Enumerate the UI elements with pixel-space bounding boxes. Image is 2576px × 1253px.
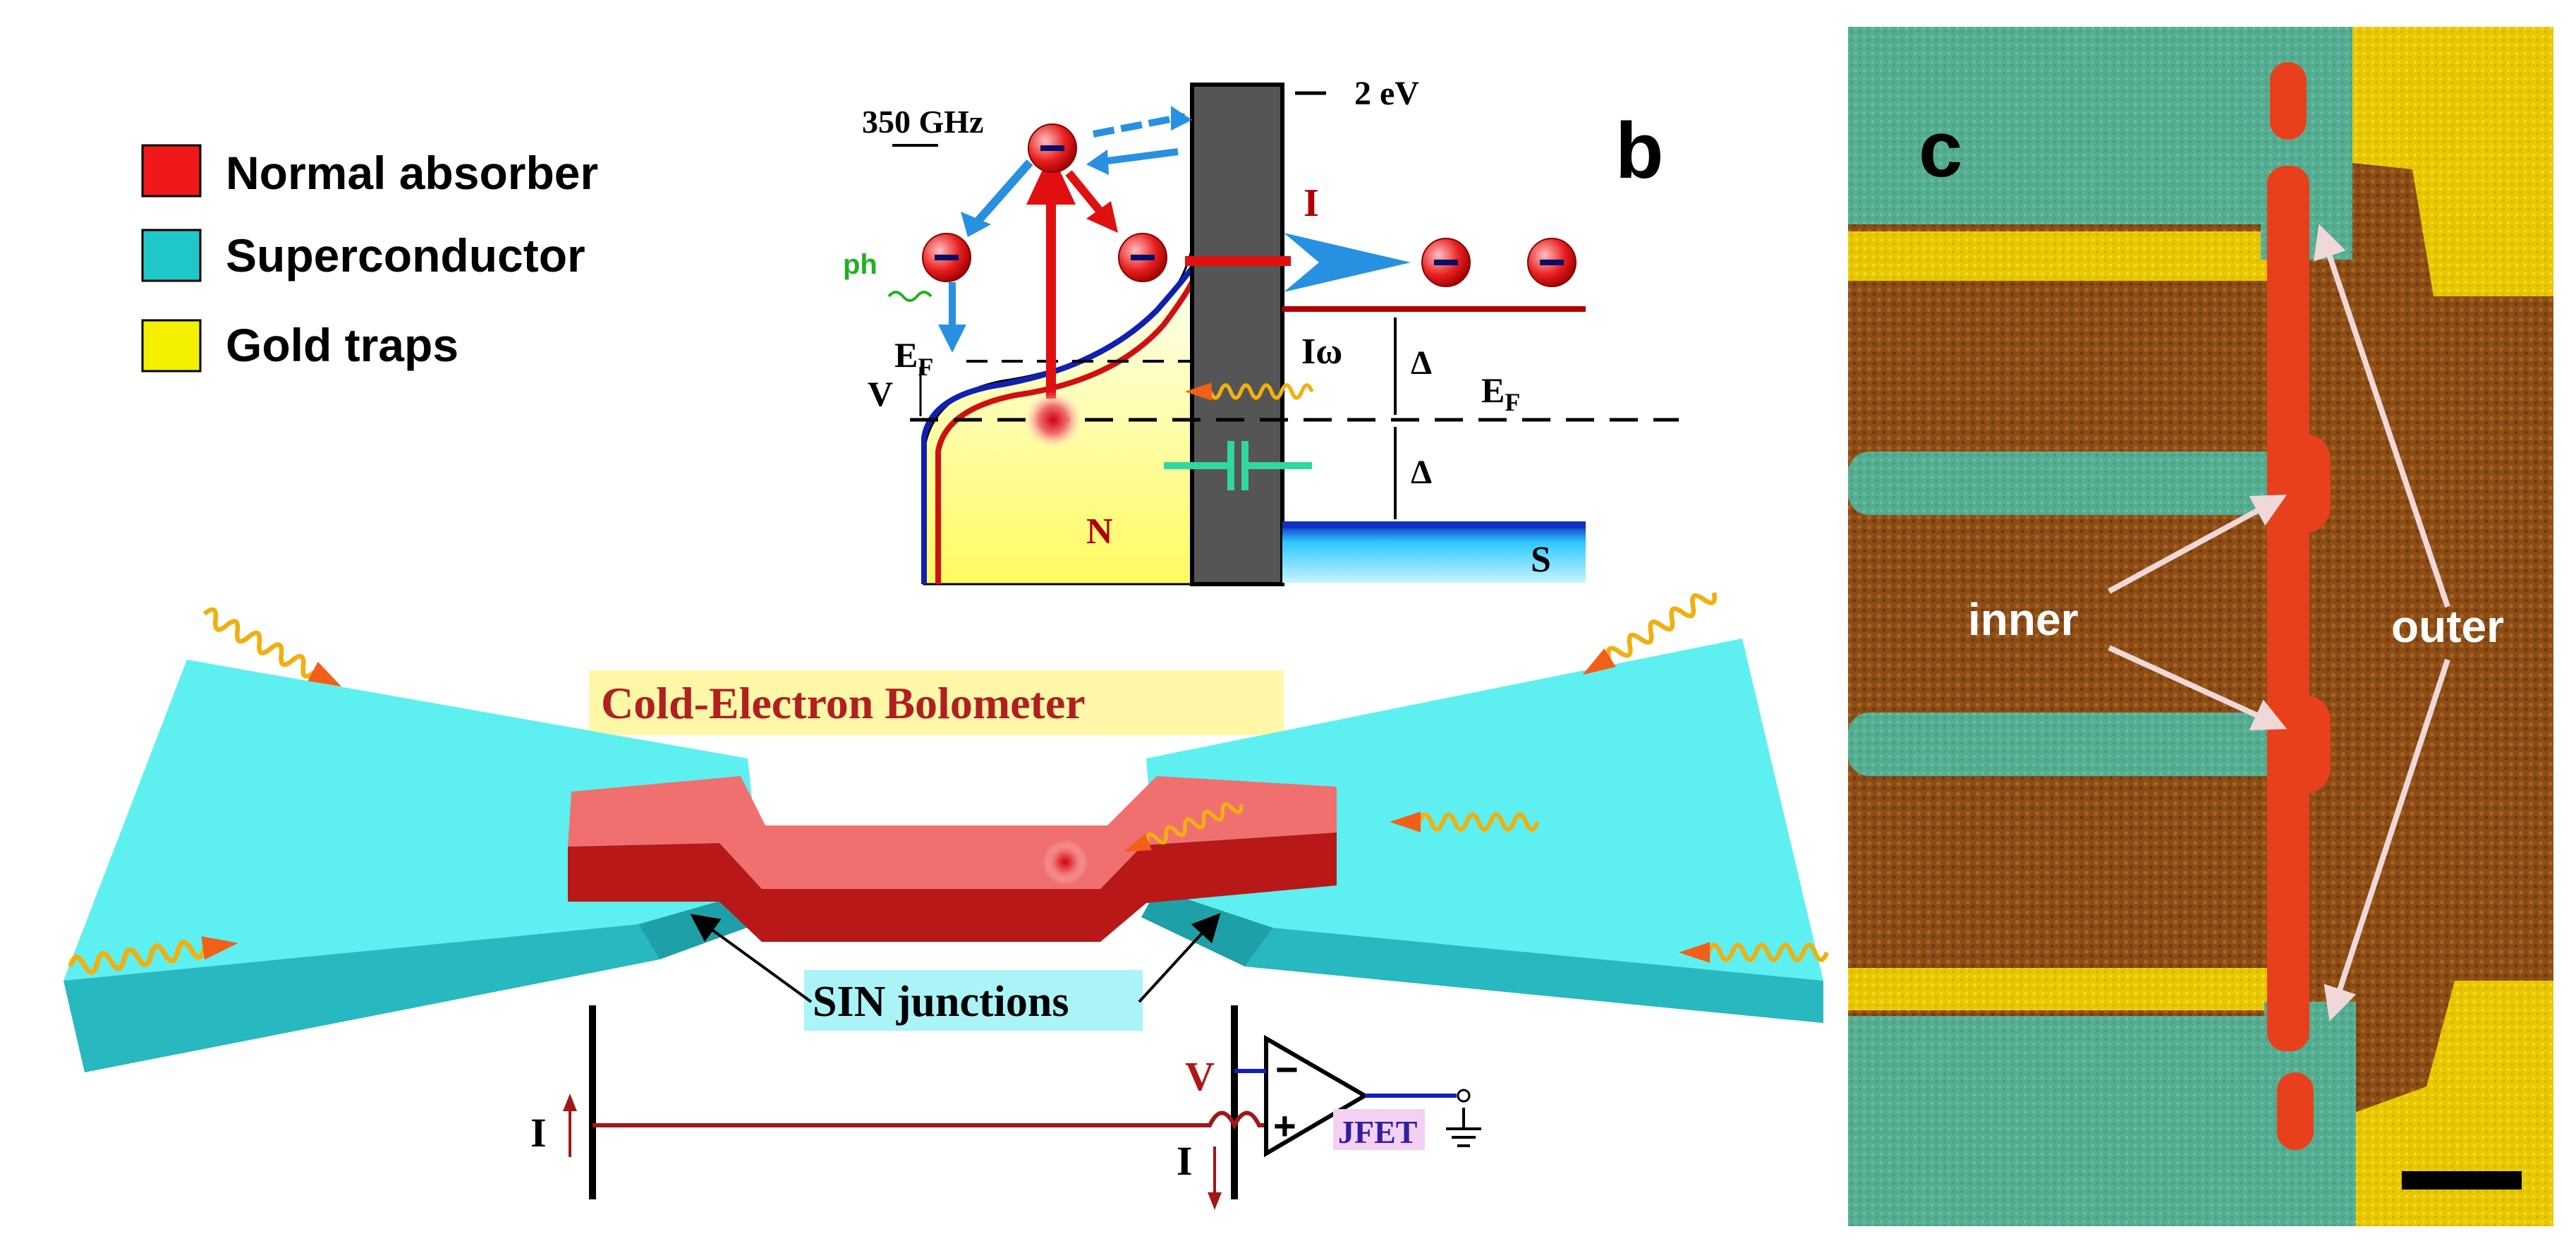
panel-b-band-diagram: b N 2 eV S EF EF V Δ Δ 35: [843, 75, 1679, 586]
left-fermi-label: EF: [894, 335, 933, 381]
legend-swatch-normal: [141, 144, 202, 198]
phonon-label: ph: [843, 249, 877, 280]
legend-swatch-superconductor: [141, 229, 202, 282]
absorber-front: [568, 833, 1337, 942]
sc-finger-1: [1848, 452, 2299, 515]
sc-pad-bottom-left: [1848, 1016, 2271, 1226]
absorber-strip-upper-dot: [2270, 62, 2307, 140]
jfet-label-box: [1333, 1109, 1425, 1150]
junction-pointer-right: [1138, 913, 1221, 1003]
panel-c-letter: c: [1919, 105, 1962, 193]
bias-label: V: [868, 374, 893, 413]
inner-arrow-1: [2108, 495, 2288, 594]
junction-pointer-left: [690, 914, 813, 1003]
right-antenna-side: [1245, 928, 1823, 1023]
electron-mid: [1118, 233, 1167, 282]
outer-arrow-2: [2323, 658, 2450, 1022]
inner-arrow-2: [2108, 645, 2288, 731]
bolometer-title: Cold-Electron Bolometer: [601, 678, 1086, 728]
voltage-label-a: V: [1185, 1053, 1215, 1099]
dos-curve-blue: [921, 266, 1195, 584]
right-antenna-top: [1146, 638, 1823, 981]
title-box: [589, 670, 1284, 735]
absorber-top: [568, 776, 1337, 889]
legend-label-gold: Gold traps: [226, 319, 458, 371]
electron-left: [922, 233, 971, 282]
absorber-strip: [2267, 166, 2309, 1051]
panel-a-bolometer: a Cold-Electron Bolometer SIN junctions: [63, 583, 1827, 1210]
outer-label: outer: [2391, 601, 2504, 652]
super-label: S: [1531, 540, 1551, 580]
gold-trap-right-top: [2345, 27, 2553, 296]
current-omega-label: Iω: [1301, 332, 1342, 372]
legend-swatch-gold: [141, 319, 202, 373]
jfet-label: JFET: [1338, 1114, 1417, 1150]
energy-label: 2 eV: [1354, 75, 1419, 112]
normal-label: N: [1086, 512, 1113, 552]
right-fermi-label: EF: [1481, 370, 1520, 416]
gap-top-label: Δ: [1411, 344, 1432, 382]
hot-spot: [1025, 392, 1081, 448]
gold-trap-right-bottom: [2349, 981, 2553, 1226]
sc-pad-top-left: [1848, 27, 2271, 224]
capacitor-icon: [1164, 441, 1312, 490]
amp-minus: −: [1275, 1047, 1299, 1091]
electron-top: [1028, 123, 1077, 173]
freq-label: 350 GHz: [862, 104, 983, 140]
inner-junction-2: [2273, 695, 2331, 794]
electron-right-1: [1421, 238, 1471, 287]
panel-c-micrograph: c inner outer: [1848, 27, 2553, 1226]
gap-bottom-label: Δ: [1411, 454, 1432, 491]
gold-trap-left-bottom: [1848, 968, 2271, 1010]
inner-label: inner: [1968, 594, 2078, 645]
ground-icon: [1446, 1108, 1481, 1147]
left-antenna-side: [63, 924, 660, 1072]
sin-label-box: [804, 970, 1143, 1031]
sc-finger-2: [1848, 713, 2299, 776]
bias-line: [593, 1110, 1270, 1130]
amp-plus: +: [1273, 1103, 1296, 1148]
absorber-strip-lower-dot: [2277, 1072, 2314, 1150]
current-label-b: I: [1304, 181, 1319, 225]
current-label-left: I: [530, 1110, 547, 1156]
legend-label-normal: Normal absorber: [226, 147, 598, 199]
current-arrowhead: [1284, 233, 1411, 292]
tunnel-barrier: [1190, 83, 1284, 586]
legend-label-superconductor: Superconductor: [226, 229, 585, 282]
inner-junction-1: [2273, 434, 2331, 533]
superconductor-electrode: [1282, 525, 1586, 583]
electron-right-2: [1527, 238, 1576, 287]
gold-trap-left-top: [1848, 231, 2271, 281]
legend: Normal absorber Superconductor Gold trap…: [141, 144, 598, 373]
scale-bar: [2402, 1171, 2522, 1190]
jfet-amplifier: [1264, 1034, 1369, 1158]
outer-arrow-1: [2314, 224, 2450, 608]
absorber-hot-spot: [1043, 840, 1088, 885]
current-label-right: I: [1177, 1138, 1193, 1184]
sin-junctions-label: SIN junctions: [813, 978, 1069, 1026]
panel-b-letter: b: [1615, 107, 1663, 195]
